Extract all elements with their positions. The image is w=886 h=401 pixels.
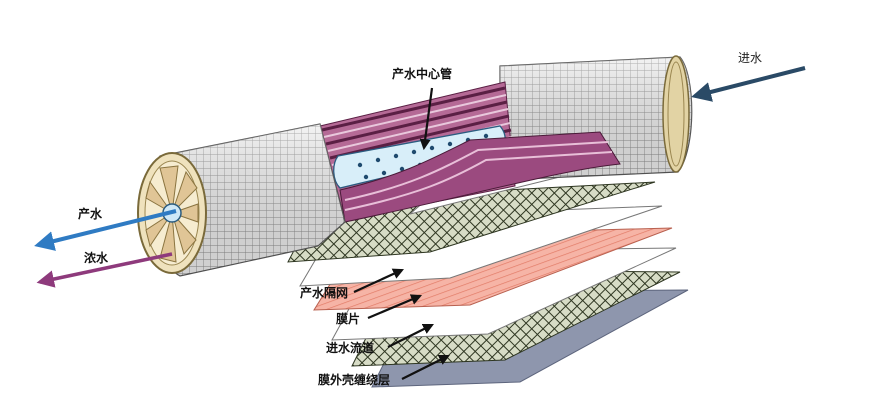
feed-channel-pointer	[387, 324, 434, 348]
product-arrow	[34, 209, 177, 251]
concentrate-arrow	[36, 252, 173, 288]
feed-in-label: 进水	[738, 51, 762, 65]
concentrate-out-label: 浓水	[84, 250, 109, 265]
feed-channel-label: 进水流道	[326, 340, 374, 355]
outer-wrap-pointer	[401, 355, 450, 380]
product-out-label: 产水	[78, 206, 103, 221]
feed-arrow	[691, 66, 806, 102]
layer-sheets	[287, 139, 689, 388]
cap-spokes	[145, 165, 199, 263]
unrolled-envelope	[339, 131, 621, 223]
right-shell	[499, 55, 693, 181]
permeate-spacer-label: 产水隔网	[300, 285, 348, 300]
center-tube-label: 产水中心管	[392, 66, 452, 81]
label-pointers	[353, 87, 450, 380]
membrane-label: 膜片	[336, 311, 360, 326]
right-end-cap	[662, 55, 690, 173]
center-tube-pointer	[419, 87, 434, 151]
permeate-spacer-pointer	[353, 268, 404, 293]
outer-wrap-label: 膜外壳缠绕层	[318, 372, 390, 387]
membrane-pointer	[367, 294, 423, 320]
